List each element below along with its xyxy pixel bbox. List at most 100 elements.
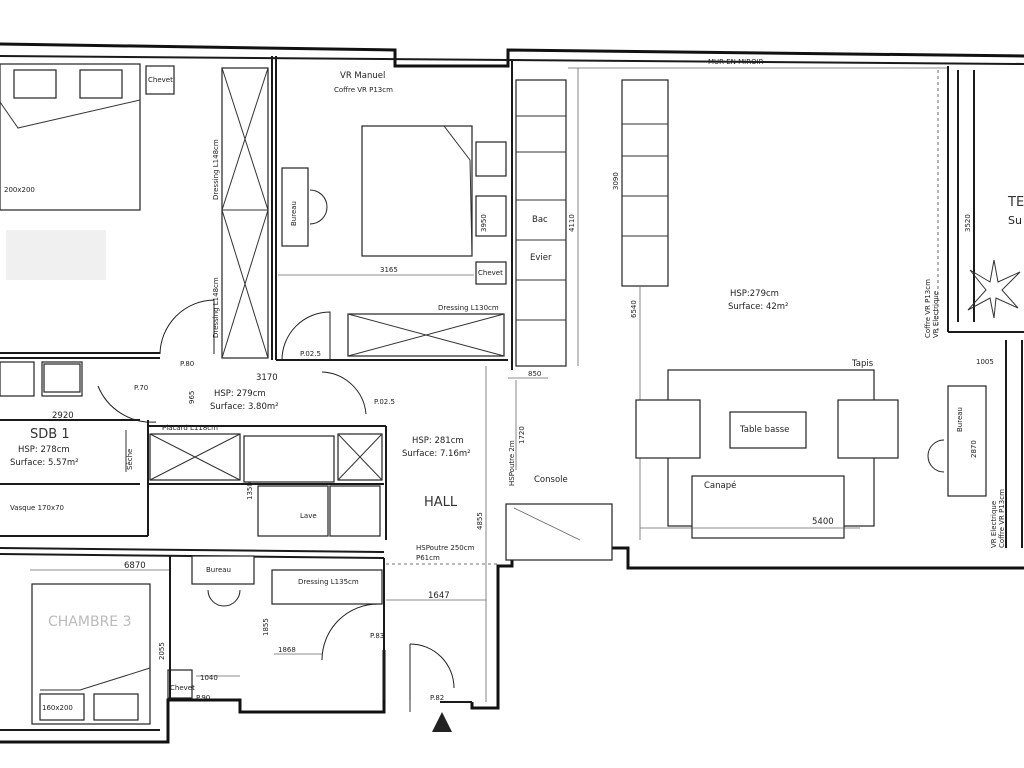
- storage: Placard L118cm 1350 Lave: [148, 424, 387, 540]
- hall: HSP: 281cm Surface: 7.16m² HALL 4855 850…: [321, 366, 613, 732]
- plan-label: Lave: [300, 512, 317, 520]
- console: [505, 503, 613, 561]
- armchair-right: [837, 399, 899, 459]
- plan-label: P.80: [180, 360, 194, 368]
- bedroom-3: 6870 160x200 CHAMBRE 3 2055 Chevet P.90 …: [0, 547, 385, 725]
- plan-label: Coffre VR P13cm: [998, 489, 1006, 548]
- pillow-right: [79, 69, 123, 99]
- plan-label: Dressing L148cm: [212, 277, 220, 338]
- plan-label: P.83: [370, 632, 384, 640]
- plan-label: Surface: 7.16m²: [402, 449, 471, 459]
- plan-label: 3170: [256, 373, 278, 383]
- plan-label: P61cm: [416, 554, 440, 562]
- plan-label: 200x200: [4, 186, 35, 194]
- bedroom-1: 200x200 Chevet Dressing L148cm Dressing …: [0, 56, 277, 368]
- plan-label: VR Electrique: [990, 501, 998, 548]
- plan-label: Coffre VR P13cm: [924, 279, 932, 338]
- plan-label: SDB 1: [30, 427, 70, 442]
- nightstand-bedroom-2: [475, 195, 507, 237]
- plan-label: TE: [1007, 195, 1024, 210]
- plan-label: 2055: [158, 642, 166, 660]
- plan-label: HSP:279cm: [730, 289, 779, 299]
- desk-bedroom-3: [191, 555, 255, 585]
- plan-label: 1350: [246, 482, 254, 500]
- plan-label: 3090: [612, 172, 620, 190]
- plan-label: Chevet: [478, 269, 503, 277]
- bed-bedroom-2: [361, 125, 473, 257]
- plan-label: Table basse: [739, 425, 789, 435]
- desk-living: [947, 385, 987, 497]
- desk-bedroom-2: [281, 167, 309, 247]
- plan-label: 3950: [480, 214, 488, 232]
- plan-label: HSPoutre 250cm: [416, 544, 475, 552]
- plan-label: Chevet: [148, 76, 173, 84]
- dressing-bedroom-1: [221, 67, 269, 359]
- plan-label: 965: [188, 391, 196, 404]
- plan-label: Coffre VR P13cm: [334, 86, 393, 94]
- plan-label: CHAMBRE 3: [48, 614, 132, 630]
- tall-cabinets: [621, 79, 669, 287]
- plan-label: VR Manuel: [340, 71, 385, 81]
- plan-label: HSP: 279cm: [214, 389, 266, 399]
- plan-label: P.82: [430, 694, 444, 702]
- armchair-left: [635, 399, 701, 459]
- plan-label: Bureau: [956, 407, 964, 432]
- plan-label: 1868: [278, 646, 296, 654]
- plan-label: Surface: 42m²: [728, 302, 788, 312]
- plan-label: HALL: [424, 495, 458, 510]
- plan-label: 2870: [970, 440, 978, 458]
- plan-label: Dressing L135cm: [298, 578, 359, 586]
- plan-label: 6540: [630, 300, 638, 318]
- plan-label: Vasque 170x70: [10, 504, 64, 512]
- entrance-arrow-icon: [432, 712, 452, 732]
- kitchen-counter: [515, 79, 567, 367]
- plan-label: Chevet: [170, 684, 195, 692]
- plan-label: Bureau: [206, 566, 231, 574]
- plan-label: MUR EN MIROIR: [708, 58, 764, 66]
- plan-label: Bac: [532, 215, 548, 225]
- nightstand-bedroom-2-top: [475, 141, 507, 177]
- plan-label: Console: [534, 475, 568, 485]
- plan-label: 850: [528, 370, 541, 378]
- plan-label: 6870: [124, 561, 146, 571]
- plan-label: Evier: [530, 253, 552, 263]
- plan-label: HSP: 278cm: [18, 445, 70, 455]
- bathroom-1: 2920 SDB 1 HSP: 278cm Surface: 5.57m² Sè…: [0, 361, 149, 537]
- plan-label: 4110: [568, 214, 576, 232]
- terrace: 3520 TE Su: [957, 70, 1024, 322]
- plan-label: 1855: [262, 618, 270, 636]
- plan-label: Sèche: [126, 449, 134, 470]
- plan-label: 3520: [964, 214, 972, 232]
- plan-label: HSPoutre 2m: [508, 440, 516, 486]
- plan-label: 1647: [428, 591, 450, 601]
- plan-label: VR Electrique: [932, 291, 940, 338]
- plan-label: Dressing L130cm: [438, 304, 499, 312]
- plan-label: Placard L118cm: [162, 424, 218, 432]
- plan-label: P.02.5: [300, 350, 321, 358]
- plan-label: Dressing L148cm: [212, 139, 220, 200]
- pillow-left: [13, 69, 57, 99]
- plan-label: 2920: [52, 411, 74, 421]
- plan-label: Surface: 5.57m²: [10, 458, 79, 468]
- plan-label: HSP: 281cm: [412, 436, 464, 446]
- plan-label: Su: [1008, 214, 1022, 227]
- living-room: MUR EN MIROIR Bac Evier 4110 3090 6540 H…: [515, 58, 1024, 548]
- plan-label: 1005: [976, 358, 994, 366]
- plant-icon: [967, 259, 1021, 319]
- coffee-table: [729, 411, 807, 449]
- plan-label: P.90: [196, 694, 210, 702]
- nightstand-bedroom-1: [145, 65, 175, 95]
- plan-label: 4855: [476, 512, 484, 530]
- plan-label: 160x200: [42, 704, 73, 712]
- plan-label: Bureau: [290, 201, 298, 226]
- plan-label: 1720: [518, 426, 526, 444]
- plan-label: 1040: [200, 674, 218, 682]
- bedroom-2: VR Manuel Coffre VR P13cm 3950 Chevet Bu…: [276, 60, 513, 370]
- plan-label: P.02.5: [374, 398, 395, 406]
- plan-label: 5400: [812, 517, 834, 527]
- outer-walls: [0, 42, 1024, 744]
- dressing-bedroom-3: [271, 569, 383, 605]
- plan-label: Surface: 3.80m²: [210, 402, 279, 412]
- plan-label: Canapé: [704, 480, 736, 491]
